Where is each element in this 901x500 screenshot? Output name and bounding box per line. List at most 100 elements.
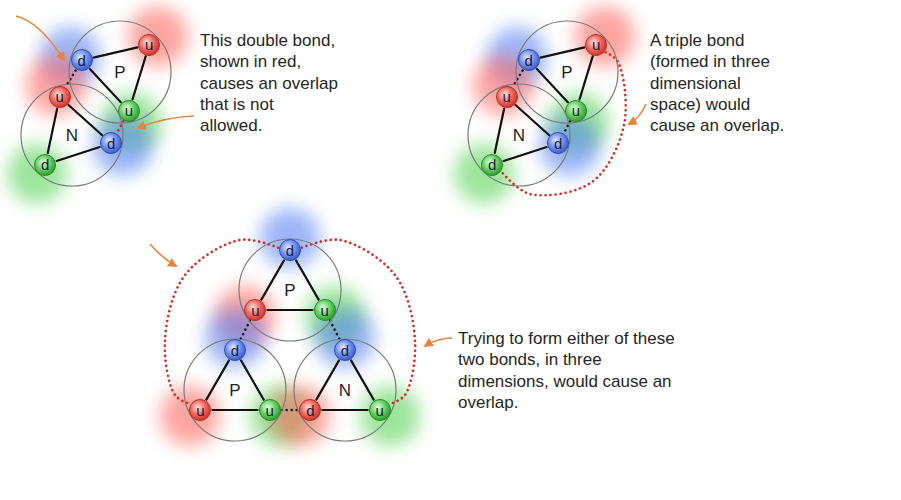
color-bond-dotted bbox=[502, 52, 626, 195]
quark-circle: u bbox=[118, 100, 140, 122]
nucleon-circle: Pd u u bbox=[183, 338, 287, 442]
quark-ball bbox=[118, 100, 139, 121]
quark-ball bbox=[335, 340, 356, 361]
quark-ball bbox=[259, 400, 280, 421]
quark-bond-line bbox=[93, 47, 137, 57]
quark-label: u bbox=[572, 103, 580, 118]
explanation-note: Trying to form either of these two bonds… bbox=[458, 328, 678, 413]
quark-circle: u bbox=[369, 399, 391, 421]
nucleon-ring bbox=[239, 239, 341, 341]
quark-bond-line bbox=[316, 360, 339, 399]
nucleon-circle: Pduu bbox=[68, 20, 172, 124]
quark-label: d bbox=[488, 157, 496, 172]
nucleon-ring bbox=[21, 84, 123, 186]
quark-bond-line bbox=[48, 109, 57, 153]
nucleon-bond-dotted bbox=[240, 321, 249, 340]
quark-label: d bbox=[341, 343, 349, 358]
quark-ball bbox=[565, 100, 586, 121]
nucleon-label: N bbox=[339, 382, 351, 399]
nucleon-ring bbox=[294, 339, 396, 441]
quark-bond-line bbox=[261, 260, 284, 299]
quark-bond-line bbox=[540, 47, 584, 57]
quark-bond-line bbox=[212, 409, 257, 411]
quark-ball bbox=[314, 300, 335, 321]
quark-ball bbox=[245, 300, 266, 321]
callout-arrow bbox=[16, 16, 64, 60]
color-glow bbox=[128, 7, 188, 67]
quark-bond-line bbox=[351, 360, 374, 399]
quark-circle: d bbox=[518, 49, 540, 71]
quark-circle: u bbox=[49, 86, 71, 108]
quark-label: u bbox=[320, 303, 328, 318]
quark-circle: d bbox=[224, 339, 246, 361]
quark-bond-line bbox=[267, 309, 312, 311]
callout-arrow bbox=[150, 244, 176, 266]
quark-bond-line bbox=[322, 409, 367, 411]
explanation-note: A triple bond (formed in three dimension… bbox=[650, 30, 790, 136]
quark-label: d bbox=[525, 53, 533, 68]
callout-arrow bbox=[629, 104, 646, 124]
callout-arrows bbox=[16, 16, 646, 346]
color-glow bbox=[454, 144, 514, 204]
quark-label: u bbox=[196, 403, 204, 418]
nucleon-bond-dotted bbox=[330, 321, 339, 340]
callout-arrow bbox=[138, 116, 194, 128]
quark-label: u bbox=[502, 89, 510, 104]
quark-bond-line bbox=[57, 147, 100, 161]
quark-circle: u bbox=[314, 299, 336, 321]
quark-circle: u bbox=[496, 86, 518, 108]
quark-bond-line bbox=[206, 360, 229, 399]
quark-circle: u bbox=[259, 399, 281, 421]
quark-circle: d bbox=[299, 399, 321, 421]
quark-ball bbox=[586, 34, 607, 55]
quark-circle: d bbox=[334, 339, 356, 361]
color-glow bbox=[7, 144, 67, 204]
quark-ball bbox=[482, 154, 503, 175]
quark-circle: u bbox=[138, 34, 160, 56]
quark-ball bbox=[49, 86, 70, 107]
nucleon-ring bbox=[184, 339, 286, 441]
nucleon-label: P bbox=[229, 382, 240, 399]
nucleon-label: N bbox=[513, 127, 525, 144]
nucleon-bond-dotted bbox=[282, 409, 299, 412]
quark-circle: u bbox=[585, 34, 607, 56]
quark-circle: d bbox=[100, 132, 122, 154]
explanation-note: This double bond, shown in red, causes a… bbox=[200, 30, 339, 136]
quark-circle: u bbox=[189, 399, 211, 421]
quark-label: d bbox=[286, 243, 294, 258]
color-glow bbox=[360, 386, 420, 446]
quark-ball bbox=[548, 133, 569, 154]
quark-ball bbox=[518, 50, 539, 71]
quark-label: u bbox=[145, 37, 153, 52]
quark-label: d bbox=[306, 403, 314, 418]
quark-bond-line bbox=[296, 260, 319, 299]
quark-bond-line bbox=[495, 109, 504, 153]
quark-label: d bbox=[231, 343, 239, 358]
quark-label: d bbox=[41, 157, 49, 172]
quark-label: u bbox=[375, 403, 383, 418]
nucleon-ring bbox=[468, 84, 570, 186]
quark-label: d bbox=[107, 136, 115, 151]
callout-arrow bbox=[425, 338, 452, 346]
nucleon-circle: Nd d u bbox=[293, 338, 397, 442]
nucleon-circle: Nudd bbox=[20, 83, 124, 187]
quark-label: u bbox=[125, 103, 133, 118]
quark-circle: d bbox=[279, 239, 301, 261]
color-glow bbox=[260, 208, 320, 268]
quark-ball bbox=[280, 240, 301, 261]
quark-bond-line bbox=[241, 360, 264, 399]
quark-circle: d bbox=[481, 154, 503, 176]
quark-label: u bbox=[592, 37, 600, 52]
color-glow bbox=[575, 7, 635, 67]
color-glow bbox=[160, 386, 220, 446]
color-glow bbox=[540, 116, 600, 176]
quark-circle: d bbox=[71, 49, 93, 71]
quark-ball bbox=[496, 86, 517, 107]
quark-circle: d bbox=[547, 132, 569, 154]
quark-ball bbox=[35, 154, 56, 175]
quark-label: u bbox=[55, 89, 63, 104]
color-bond-dotted bbox=[302, 240, 415, 404]
nucleon-ring bbox=[69, 21, 171, 123]
nucleon-circle: Nu d d bbox=[467, 83, 571, 187]
